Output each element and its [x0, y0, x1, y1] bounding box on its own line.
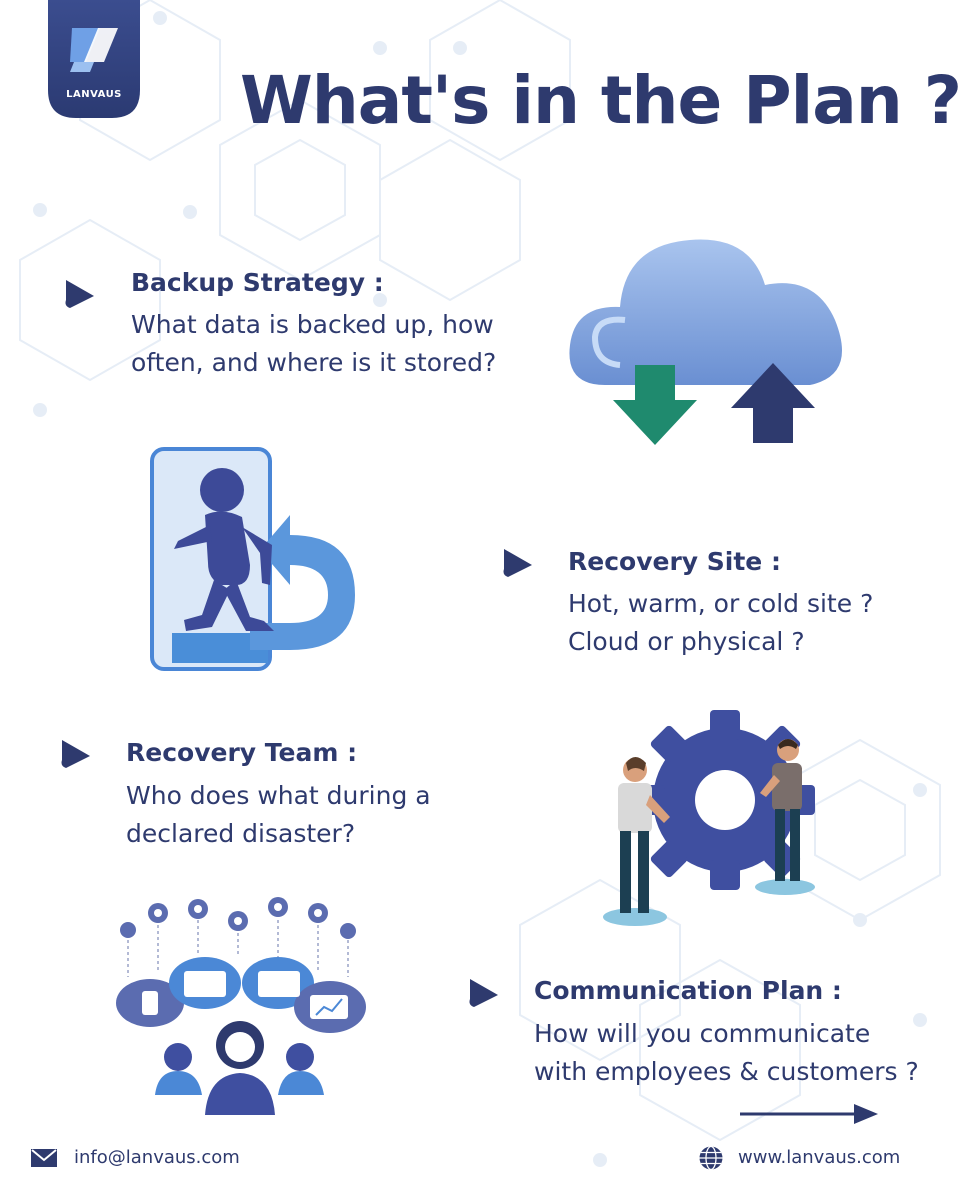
communication-network-illustration	[116, 897, 366, 1115]
mail-icon	[31, 1149, 57, 1167]
backup-strategy-line-2: often, and where is it stored?	[131, 348, 497, 377]
recovery-site-line-2: Cloud or physical ?	[568, 627, 805, 656]
footer-website[interactable]: www.lanvaus.com	[738, 1147, 901, 1168]
communication-plan-title: Communication Plan :	[534, 976, 842, 1005]
bullet-triangle-icon	[61, 740, 90, 768]
communication-plan-line-1: How will you communicate	[534, 1019, 871, 1048]
recovery-door-illustration	[150, 447, 355, 671]
bullet-triangle-icon	[65, 280, 94, 308]
communication-plan-line-2: with employees & customers ?	[534, 1057, 919, 1086]
logo-text: LANVAUS	[66, 89, 122, 100]
recovery-team-title: Recovery Team :	[126, 738, 358, 767]
bullet-triangle-icon	[503, 549, 532, 577]
globe-icon	[699, 1145, 723, 1171]
backup-strategy-line-1: What data is backed up, how	[131, 310, 494, 339]
bullet-triangle-icon	[469, 979, 498, 1007]
footer-email[interactable]: info@lanvaus.com	[74, 1147, 240, 1168]
recovery-team-line-2: declared disaster?	[126, 819, 356, 848]
recovery-team-line-1: Who does what during a	[126, 781, 431, 810]
recovery-site-title: Recovery Site :	[568, 547, 781, 576]
arrow-right-icon	[740, 1104, 878, 1124]
cloud-sync-illustration	[569, 239, 843, 445]
recovery-site-line-1: Hot, warm, or cold site ?	[568, 589, 874, 618]
page-title: What's in the Plan ?	[240, 62, 960, 139]
lanvaus-logo	[48, 0, 140, 118]
team-gear-illustration	[603, 710, 815, 926]
backup-strategy-title: Backup Strategy :	[131, 268, 384, 297]
